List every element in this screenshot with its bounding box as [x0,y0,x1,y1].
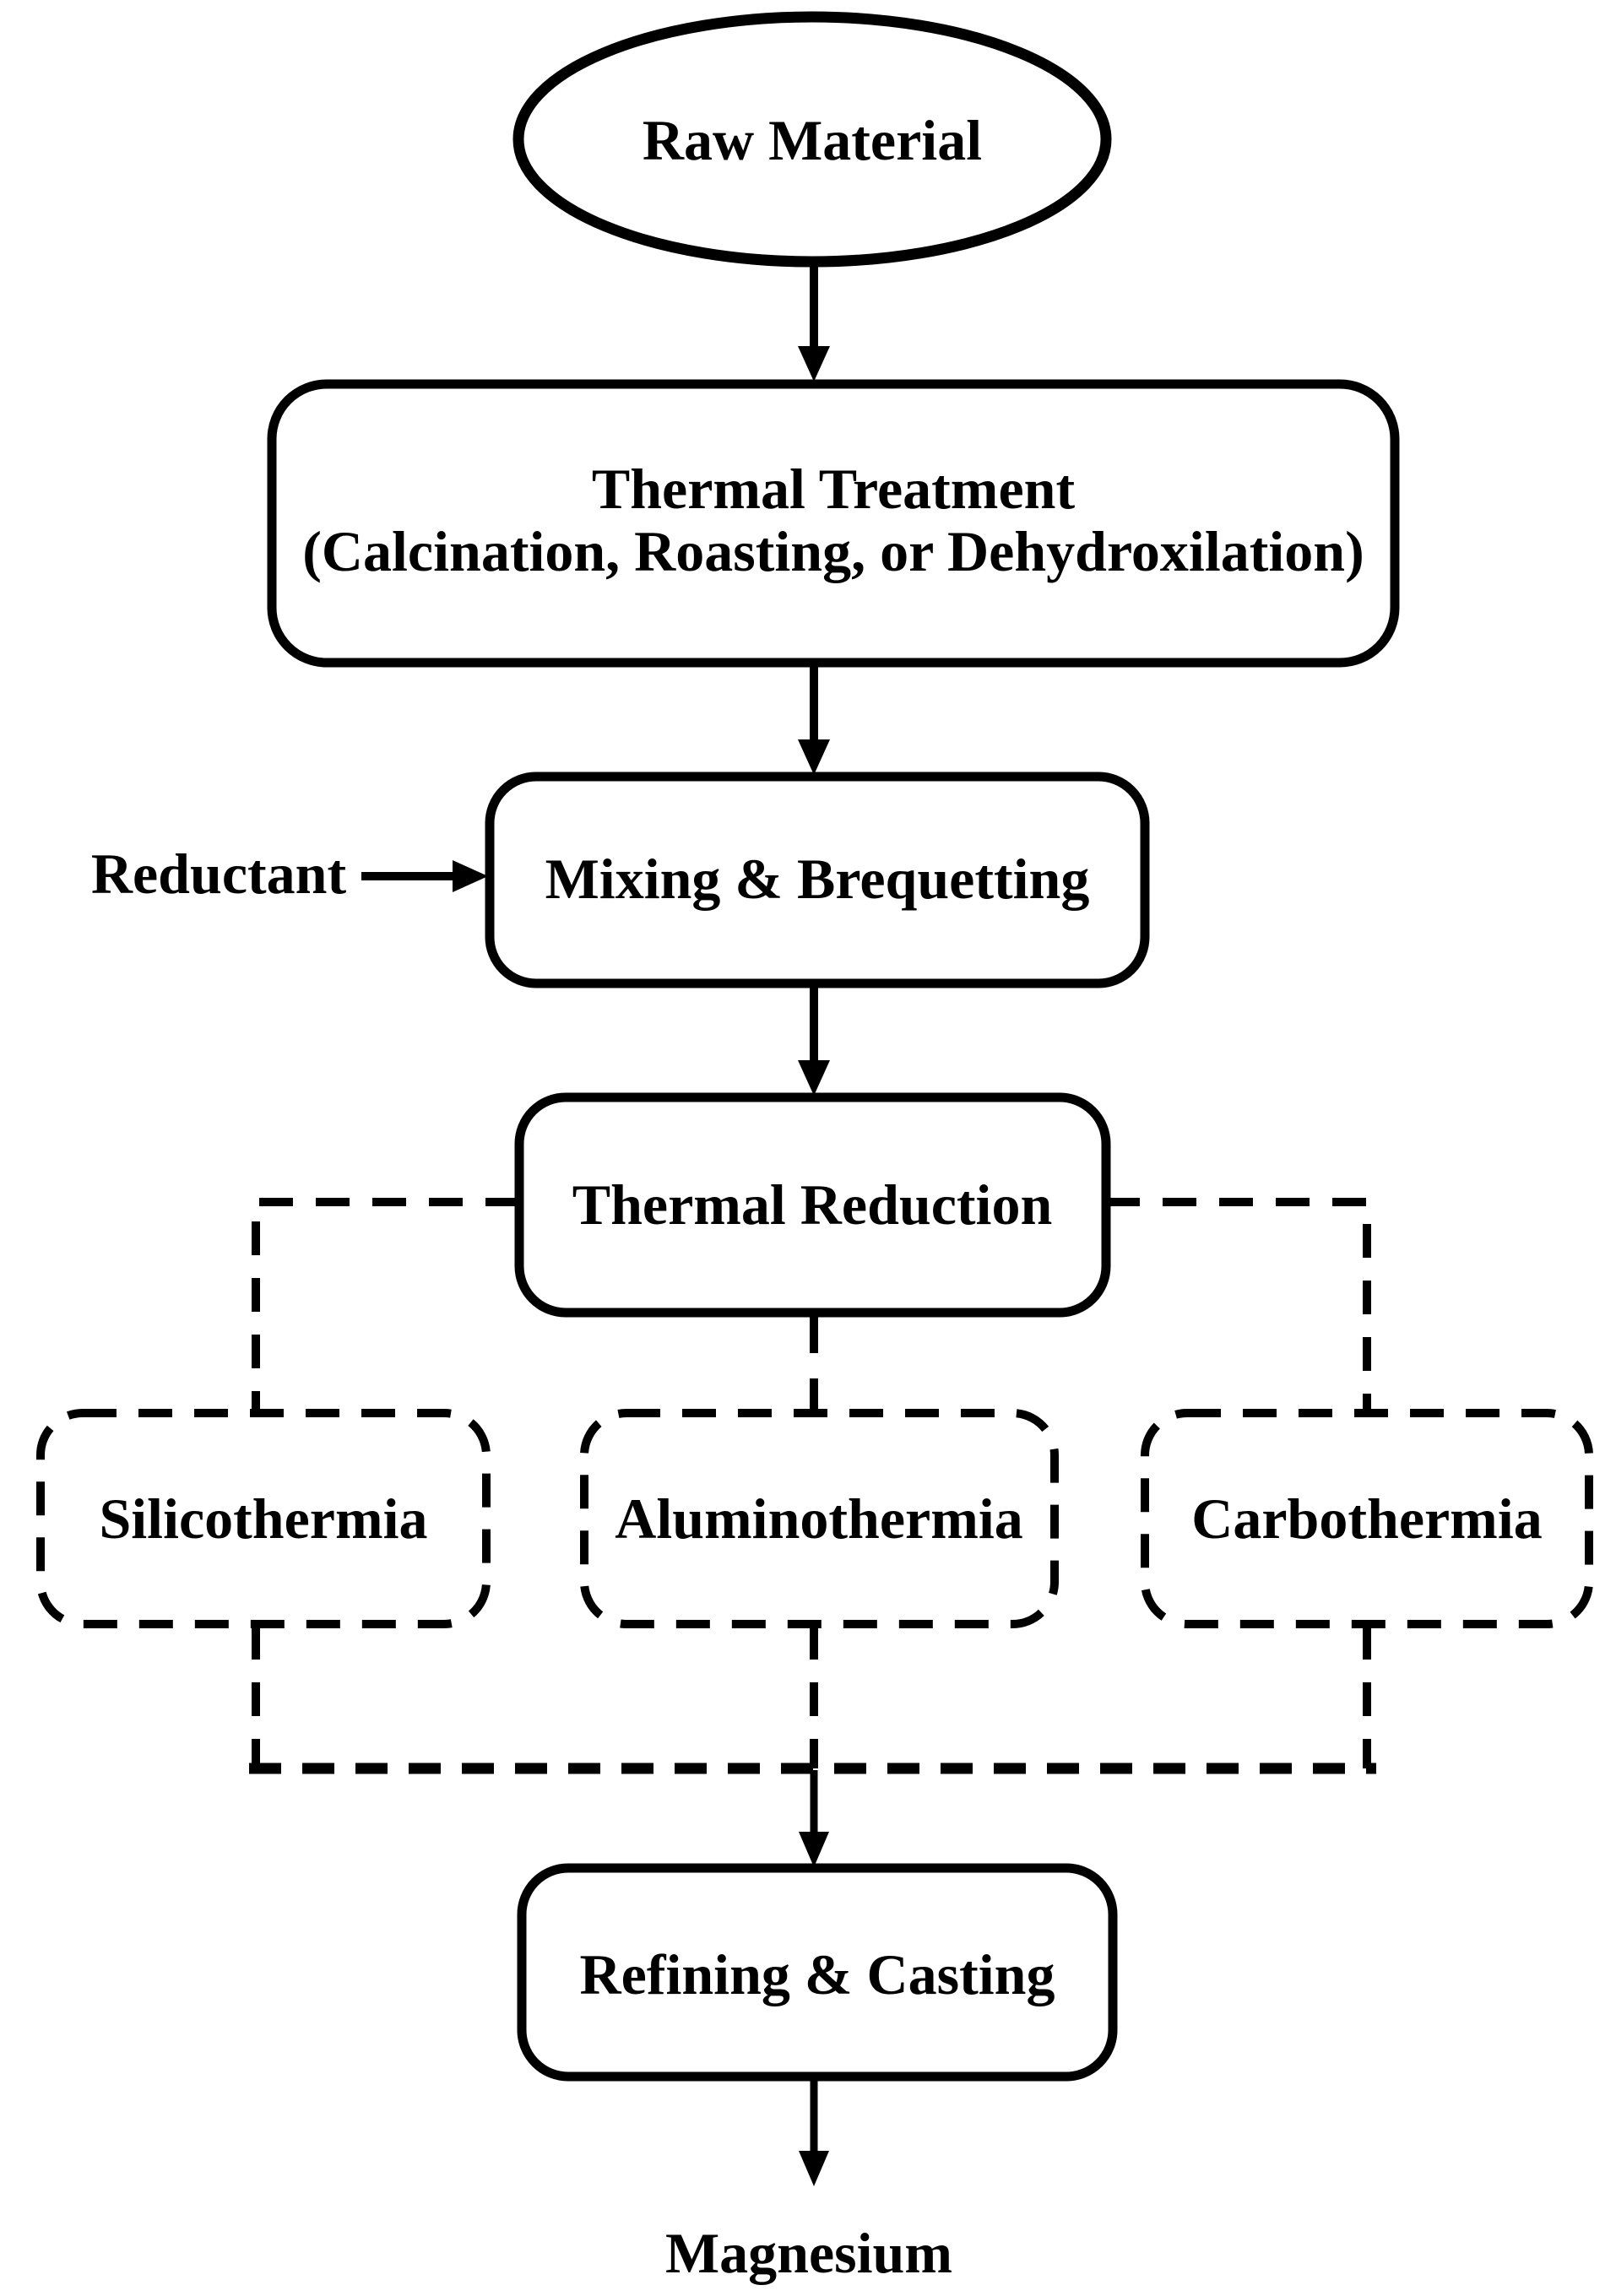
refining-casting-label: Refining & Casting [580,1942,1055,2006]
arrowhead-thermal-treatment-to-mixing [798,739,830,775]
aluminothermia-node [580,1409,1059,1628]
thermal-reduction-label: Thermal Reduction [572,1172,1053,1237]
silicothermia-label: Silicothermia [99,1486,427,1551]
silicothermia-node [36,1409,491,1628]
thermal-treatment-label-line2: (Calcination, Roasting, or Dehydroxilati… [302,519,1364,583]
dashed-edge-to-silicothermia [252,1198,519,1413]
mixing-brequetting-label: Mixing & Brequetting [545,847,1090,911]
thermal-treatment-node [267,379,1400,668]
reductant-label: Reductant [91,842,347,906]
arrowhead-mixing-to-thermal-reduction [798,1060,830,1096]
thermal-treatment-label-line1: Thermal Treatment [592,457,1076,521]
aluminothermia-label: Aluminothermia [615,1486,1023,1551]
arrowhead-raw-to-thermal-treatment [798,346,830,382]
dashed-edge-to-carbothermia [1106,1198,1371,1413]
raw-material-node [512,11,1112,268]
arrowhead-refining-to-magnesium [799,2151,829,2186]
arrowhead-reductant-to-mixing [453,860,488,892]
arrowhead-collector-to-refining [799,1832,829,1867]
magnesium-label: Magnesium [665,2221,952,2285]
carbothermia-node [1141,1409,1593,1628]
carbothermia-label: Carbothermia [1191,1486,1542,1551]
raw-material-label: Raw Material [643,108,982,172]
